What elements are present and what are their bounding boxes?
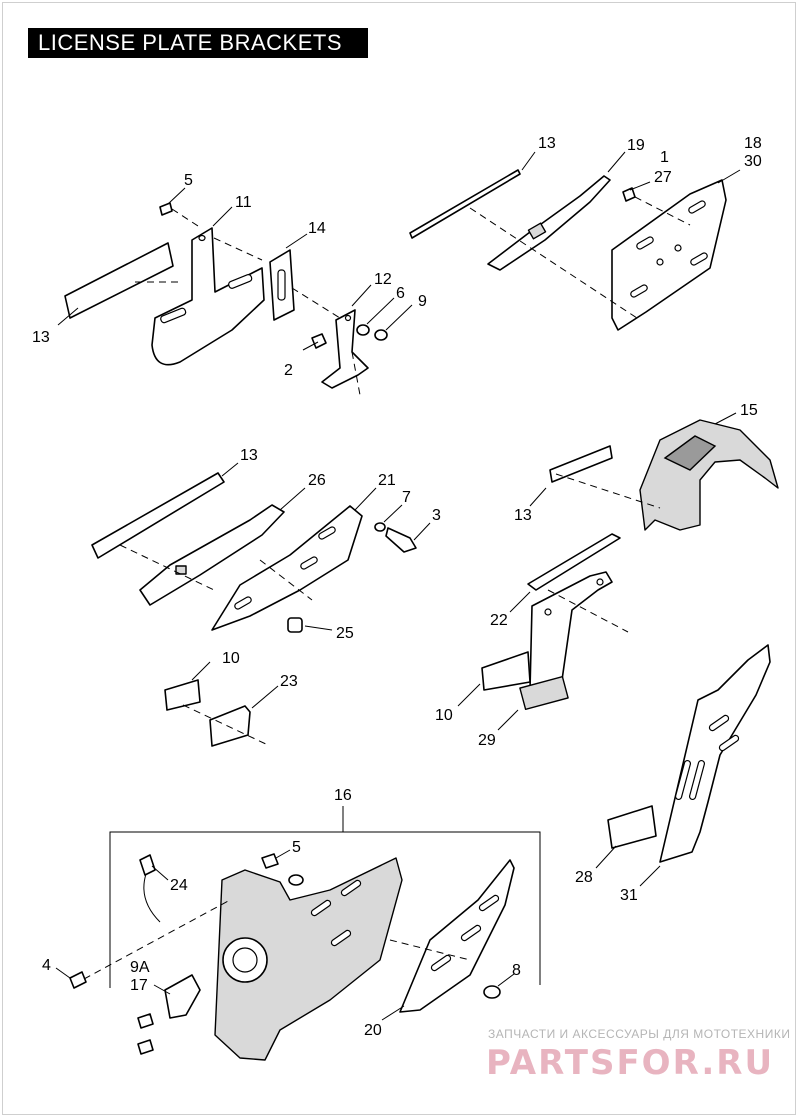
callout-26: 26 [308,472,326,489]
callout-10: 10 [222,650,240,667]
part-13-reflector-strip [91,472,225,559]
part-18-plate [611,179,727,331]
part-9-nut [374,329,388,341]
callout-4: 4 [42,957,51,974]
assembly-top-left [57,187,413,396]
part-2-screw [311,333,327,349]
part-10-reflector [164,679,201,711]
callout-6: 6 [396,285,405,302]
part-13-reflector-strip [409,169,521,239]
part-29-bracket [529,571,613,691]
callout-21: 21 [378,472,396,489]
part-13-reflector-strip [549,445,613,483]
page-title: LICENSE PLATE BRACKETS [28,28,368,58]
part-10-reflector [481,651,531,691]
callout-28: 28 [575,869,593,886]
callout-29: 29 [478,732,496,749]
part-3-bolt [385,527,417,553]
callout-5: 5 [184,172,193,189]
callout-8: 8 [512,962,521,979]
callout-2: 2 [284,362,293,379]
callout-24: 24 [170,877,188,894]
part-20-plate [399,859,515,1013]
assembly-small-reflectors [164,661,279,747]
part-6-washer [356,324,370,336]
assembly-top-right [409,151,741,331]
part-24-connector [139,854,156,876]
part-11-bracket [151,227,265,366]
part-22-strip [527,533,621,591]
callout-20: 20 [364,1022,382,1039]
part-8-nut [483,985,501,999]
callout-25: 25 [336,625,354,642]
watermark: ЗАПЧАСТИ И АКСЕССУАРЫ ДЛЯ МОТОТЕХНИКИ PA… [486,1027,790,1083]
callout-7: 7 [402,489,411,506]
part-5-screw [261,853,279,869]
callout-10: 10 [435,707,453,724]
assembly-mid-right [529,412,779,531]
callout-30: 30 [744,153,762,170]
part-7-washer [374,522,386,532]
callout-15: 15 [740,402,758,419]
watermark-tagline: ЗАПЧАСТИ И АКСЕССУАРЫ ДЛЯ МОТОТЕХНИКИ [488,1027,790,1041]
part-28-reflector [607,805,657,849]
callout-12: 12 [374,271,392,288]
callout-1: 1 [660,149,669,166]
part-4-screw [69,971,87,989]
assembly-right-tall [595,644,771,887]
callout-9a: 9A [130,959,150,976]
callout-23: 23 [280,673,298,690]
assembly-mid-lower-right [457,533,629,731]
part-12-bracket [321,309,369,389]
callout-11: 11 [235,194,252,211]
callout-5: 5 [292,839,301,856]
part-5-screw [159,202,173,216]
callout-22: 22 [490,612,508,629]
callout-3: 3 [432,507,441,524]
callout-13: 13 [32,329,50,346]
part-13-reflector-strip [64,242,174,319]
part-31-bracket [659,644,771,863]
callout-18: 18 [744,135,762,152]
part-15-fender-bracket [639,419,779,531]
callout-13: 13 [538,135,556,152]
part-23-reflector [209,705,251,747]
callout-13: 13 [240,447,258,464]
part-25-knob [287,617,303,633]
part-26-bracket [139,504,285,606]
part-16-main-bracket [214,857,403,1061]
callout-17: 17 [130,977,148,994]
callout-31: 31 [620,887,638,904]
callout-labels: 13 5 11 14 12 6 9 2 13 19 1 27 18 30 13 … [32,135,762,1039]
assembly-bottom-16 [55,806,541,1061]
watermark-brand: PARTSFOR.RU [486,1043,774,1083]
part-17-lamp-housing [164,974,201,1019]
callout-14: 14 [308,220,326,237]
callout-16: 16 [334,787,352,804]
callout-27: 27 [654,169,672,186]
callout-13: 13 [514,507,532,524]
part-19-bracket [487,175,611,271]
assembly-mid-left [91,462,431,633]
part-21-plate [211,505,363,631]
callout-9: 9 [418,293,427,310]
part-27-screw [622,187,636,202]
callout-19: 19 [627,137,645,154]
